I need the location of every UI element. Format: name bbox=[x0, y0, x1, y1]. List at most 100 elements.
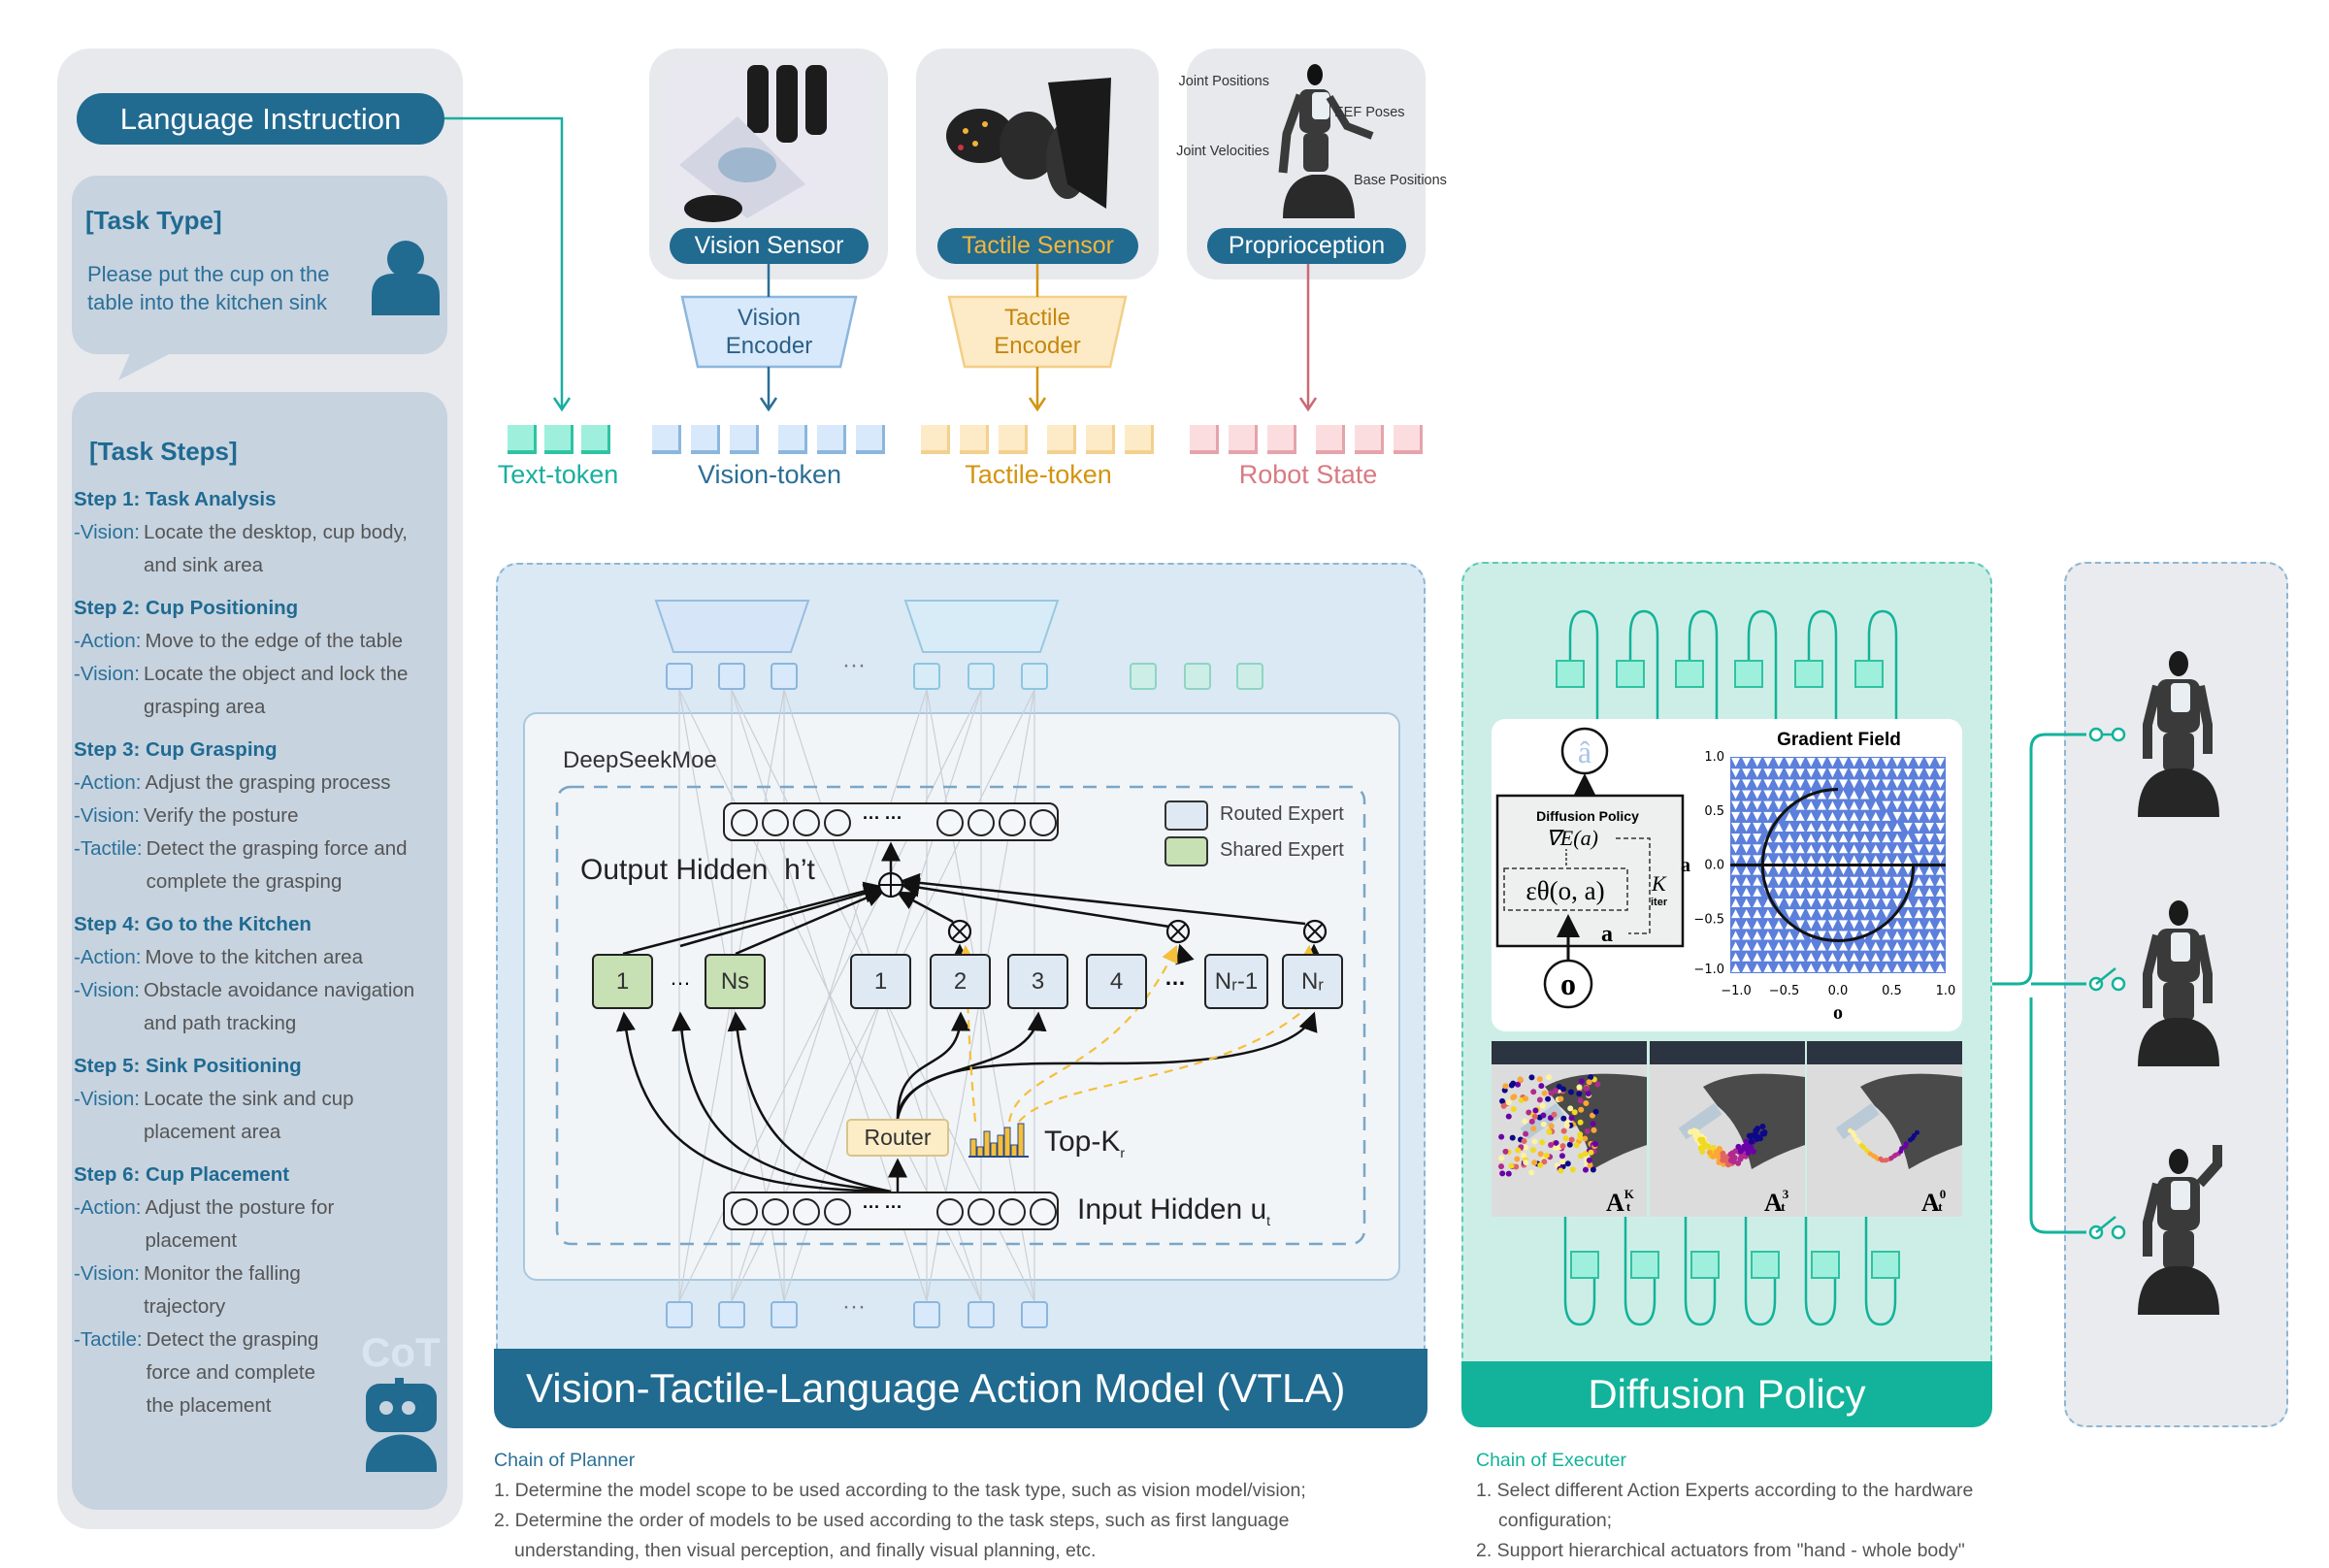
step-item: -Action:Adjust the posture for placement bbox=[74, 1192, 345, 1258]
diffusion-title-bar: Diffusion Policy bbox=[1461, 1361, 1992, 1427]
routed-expert-ellipsis: … bbox=[1164, 965, 1186, 990]
text-token-label: Text-token bbox=[497, 460, 619, 489]
cot-watermark: CoT bbox=[361, 1329, 441, 1375]
step-item: -Vision:Verify the posture bbox=[74, 800, 443, 833]
step-item-modality: -Action: bbox=[74, 946, 142, 968]
step-item-modality: -Vision: bbox=[74, 1088, 140, 1110]
tactile-token bbox=[960, 425, 989, 454]
vtla-title-bar: Vision-Tactile-Language Action Model (VT… bbox=[494, 1349, 1427, 1428]
executer-caption-line: 2. Support hierarchical actuators from "… bbox=[1476, 1540, 1965, 1561]
text-token bbox=[581, 425, 610, 454]
hidden-unit-circle bbox=[999, 1198, 1026, 1225]
vision-encoder-line: Encoder bbox=[725, 333, 813, 359]
step-item-modality: -Action: bbox=[74, 1196, 142, 1219]
vtla-input-token bbox=[666, 663, 693, 690]
executer-caption-line: configuration; bbox=[1498, 1510, 1613, 1531]
vtla-input-token bbox=[968, 663, 995, 690]
step-item-modality: -Vision: bbox=[74, 521, 140, 543]
step-item-modality: -Vision: bbox=[74, 804, 140, 827]
tactile-encoder-label: Tactile Encoder bbox=[949, 304, 1126, 360]
task-type-text-line: Please put the cup on the bbox=[87, 262, 330, 286]
robot-state-label: Robot State bbox=[1238, 460, 1378, 489]
step-block: Step 4: Go to the Kitchen -Action:Move to… bbox=[74, 908, 443, 1040]
step-item-text: Detect the grasping force and complete t… bbox=[146, 837, 408, 893]
step-item: -Tactile:Detect the grasping force and c… bbox=[74, 1323, 345, 1422]
output-hidden-label: Output Hidden h’t bbox=[580, 854, 815, 886]
step-item-text: Adjust the posture for placement bbox=[145, 1196, 335, 1252]
tactile-token bbox=[1125, 425, 1154, 454]
robot-panel bbox=[2064, 562, 2288, 1427]
planner-caption-line: understanding, then visual perception, a… bbox=[514, 1540, 1097, 1561]
input-hidden-text: Input Hidden u bbox=[1077, 1193, 1267, 1225]
task-type-bubble bbox=[72, 176, 447, 354]
routed-expert-2: 2 bbox=[930, 954, 991, 1009]
step-item: -Action:Move to the kitchen area bbox=[74, 941, 443, 974]
input-hidden-label: Input Hidden ut bbox=[1077, 1193, 1270, 1228]
vtla-output-token bbox=[718, 1301, 745, 1328]
robot-state-token bbox=[1355, 425, 1384, 454]
hidden-unit-circle bbox=[1030, 1198, 1057, 1225]
vision-encoder-line: Vision bbox=[738, 305, 801, 331]
step-item-modality: -Tactile: bbox=[74, 837, 143, 860]
tactile-sensor-pill: Tactile Sensor bbox=[937, 228, 1138, 264]
tactile-token-label: Tactile-token bbox=[965, 460, 1112, 489]
text-token bbox=[544, 425, 574, 454]
legend-shared-swatch bbox=[1164, 836, 1208, 866]
vtla-input-token bbox=[913, 663, 940, 690]
step-item: -Tactile:Detect the grasping force and c… bbox=[74, 833, 443, 898]
hidden-bar-dots: ··· ··· bbox=[863, 808, 902, 828]
vision-token bbox=[652, 425, 681, 454]
robot-state-token bbox=[1229, 425, 1258, 454]
hidden-unit-circle bbox=[824, 1198, 851, 1225]
vision-token bbox=[856, 425, 885, 454]
hidden-unit-circle bbox=[936, 809, 964, 836]
step-title: Step 5: Sink Positioning bbox=[74, 1055, 302, 1077]
step-item-modality: -Vision: bbox=[74, 979, 140, 1001]
hidden-unit-circle bbox=[762, 1198, 789, 1225]
routed-expert-nr: Nᵣ bbox=[1282, 954, 1343, 1009]
tactile-token bbox=[1047, 425, 1076, 454]
vtla-output-token bbox=[771, 1301, 798, 1328]
vtla-input-token bbox=[771, 663, 798, 690]
routed-expert-3: 3 bbox=[1007, 954, 1068, 1009]
hidden-unit-circle bbox=[936, 1198, 964, 1225]
vtla-input-token bbox=[1021, 663, 1048, 690]
robot-state-token bbox=[1316, 425, 1345, 454]
planner-caption-title: Chain of Planner bbox=[494, 1450, 636, 1471]
tactile-encoder-line: Encoder bbox=[994, 333, 1081, 359]
tactile-encoder-line: Tactile bbox=[1003, 305, 1071, 331]
step-item-text: Obstacle avoidance navigation and path t… bbox=[144, 979, 415, 1034]
step-item: -Vision:Monitor the falling trajectory bbox=[74, 1258, 345, 1323]
hidden-unit-circle bbox=[762, 809, 789, 836]
hidden-unit-circle bbox=[793, 1198, 820, 1225]
vision-token bbox=[730, 425, 759, 454]
step-title: Step 2: Cup Positioning bbox=[74, 597, 299, 619]
vtla-input-token bbox=[1130, 663, 1157, 690]
vtla-output-token bbox=[968, 1301, 995, 1328]
vision-sensor-pill: Vision Sensor bbox=[670, 228, 869, 264]
vision-token-label: Vision-token bbox=[697, 460, 842, 489]
vtla-output-token bbox=[913, 1301, 940, 1328]
step-item-text: Adjust the grasping process bbox=[145, 771, 391, 794]
hidden-unit-circle bbox=[968, 1198, 995, 1225]
gradient-field-card bbox=[1492, 719, 1962, 1031]
legend-shared-label: Shared Expert bbox=[1220, 839, 1344, 861]
shared-expert-1: 1 bbox=[592, 954, 653, 1009]
topk-text: Top-K bbox=[1044, 1126, 1121, 1158]
step-item-text: Move to the edge of the table bbox=[145, 630, 404, 652]
task-type-heading: [Task Type] bbox=[85, 206, 222, 235]
step-item: -Vision:Obstacle avoidance navigation an… bbox=[74, 974, 443, 1040]
step-item-text: Monitor the falling trajectory bbox=[144, 1262, 301, 1318]
step-item: -Action:Adjust the grasping process bbox=[74, 767, 443, 800]
vision-token bbox=[817, 425, 846, 454]
step-title: Step 3: Cup Grasping bbox=[74, 738, 278, 761]
task-steps-heading: [Task Steps] bbox=[89, 437, 238, 466]
shared-expert-ns: Ns bbox=[705, 954, 766, 1009]
shared-expert-ellipsis: … bbox=[670, 965, 691, 990]
step-item-text: Locate the desktop, cup body, and sink a… bbox=[144, 521, 409, 576]
step-item-text: Move to the kitchen area bbox=[145, 946, 364, 968]
step-item-modality: -Vision: bbox=[74, 663, 140, 685]
step-title: Step 4: Go to the Kitchen bbox=[74, 913, 312, 935]
step-item-text: Locate the object and lock the grasping … bbox=[144, 663, 409, 718]
